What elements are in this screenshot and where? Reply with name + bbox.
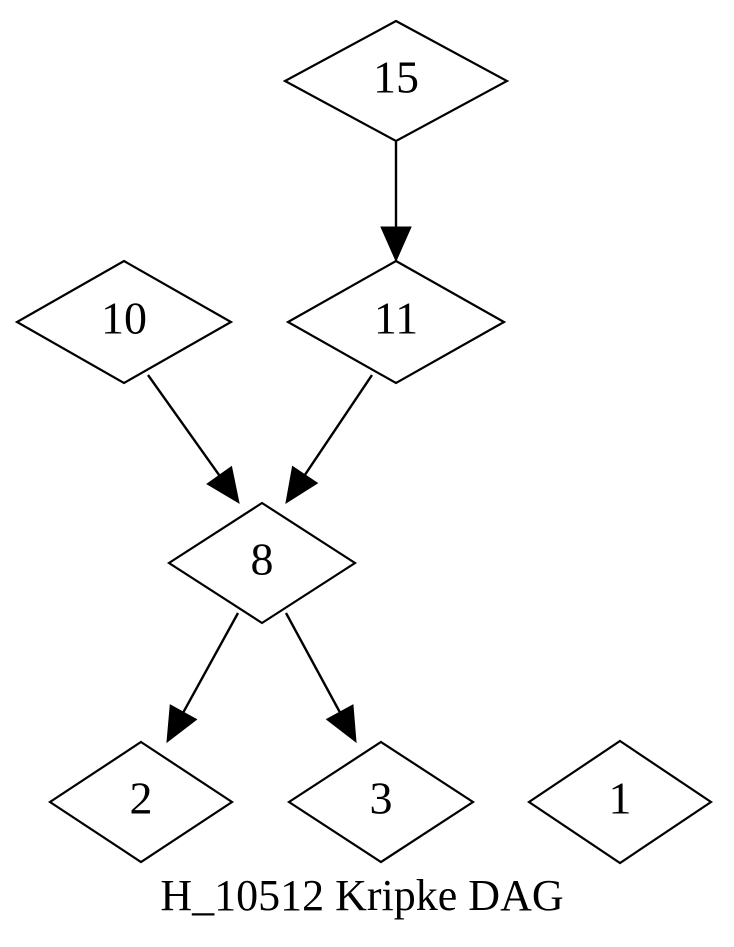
diamond-shape: [285, 259, 507, 385]
edge-10-to-8: [147, 374, 240, 505]
diamond-shape: [527, 739, 713, 865]
arrowhead-icon: [166, 704, 198, 744]
diamond-shape: [282, 19, 510, 143]
node-10[interactable]: 10: [14, 259, 234, 385]
arrowhead-icon: [206, 465, 240, 505]
graph-caption: H_10512 Kripke DAG: [160, 871, 563, 920]
nodes-layer: 15 10 11 8 2 3 1: [14, 19, 713, 865]
node-label: 8: [251, 534, 274, 585]
diamond-shape: [166, 501, 358, 625]
arrowhead-icon: [325, 704, 357, 744]
edge-shaft: [147, 374, 221, 476]
node-11[interactable]: 11: [285, 259, 507, 385]
arrowhead-icon: [380, 226, 412, 263]
node-label: 2: [130, 773, 153, 824]
node-label: 3: [370, 773, 393, 824]
node-1[interactable]: 1: [527, 739, 713, 865]
diamond-shape: [286, 740, 476, 864]
edge-11-to-8: [285, 374, 373, 505]
edge-8-to-2: [166, 612, 240, 744]
arrowhead-icon: [285, 465, 319, 505]
node-label: 11: [374, 293, 418, 344]
edges-layer: [147, 142, 412, 744]
node-8[interactable]: 8: [166, 501, 358, 625]
node-2[interactable]: 2: [48, 740, 234, 864]
node-3[interactable]: 3: [286, 740, 476, 864]
edge-shaft: [182, 612, 240, 713]
node-label: 15: [373, 52, 419, 103]
diamond-shape: [48, 740, 234, 864]
edge-shaft: [303, 374, 373, 476]
edge-15-to-11: [380, 142, 412, 263]
edge-8-to-3: [284, 612, 357, 744]
node-label: 1: [609, 773, 632, 824]
edge-shaft: [284, 612, 341, 713]
diamond-shape: [14, 259, 234, 385]
node-15[interactable]: 15: [282, 19, 510, 143]
node-label: 10: [101, 293, 147, 344]
